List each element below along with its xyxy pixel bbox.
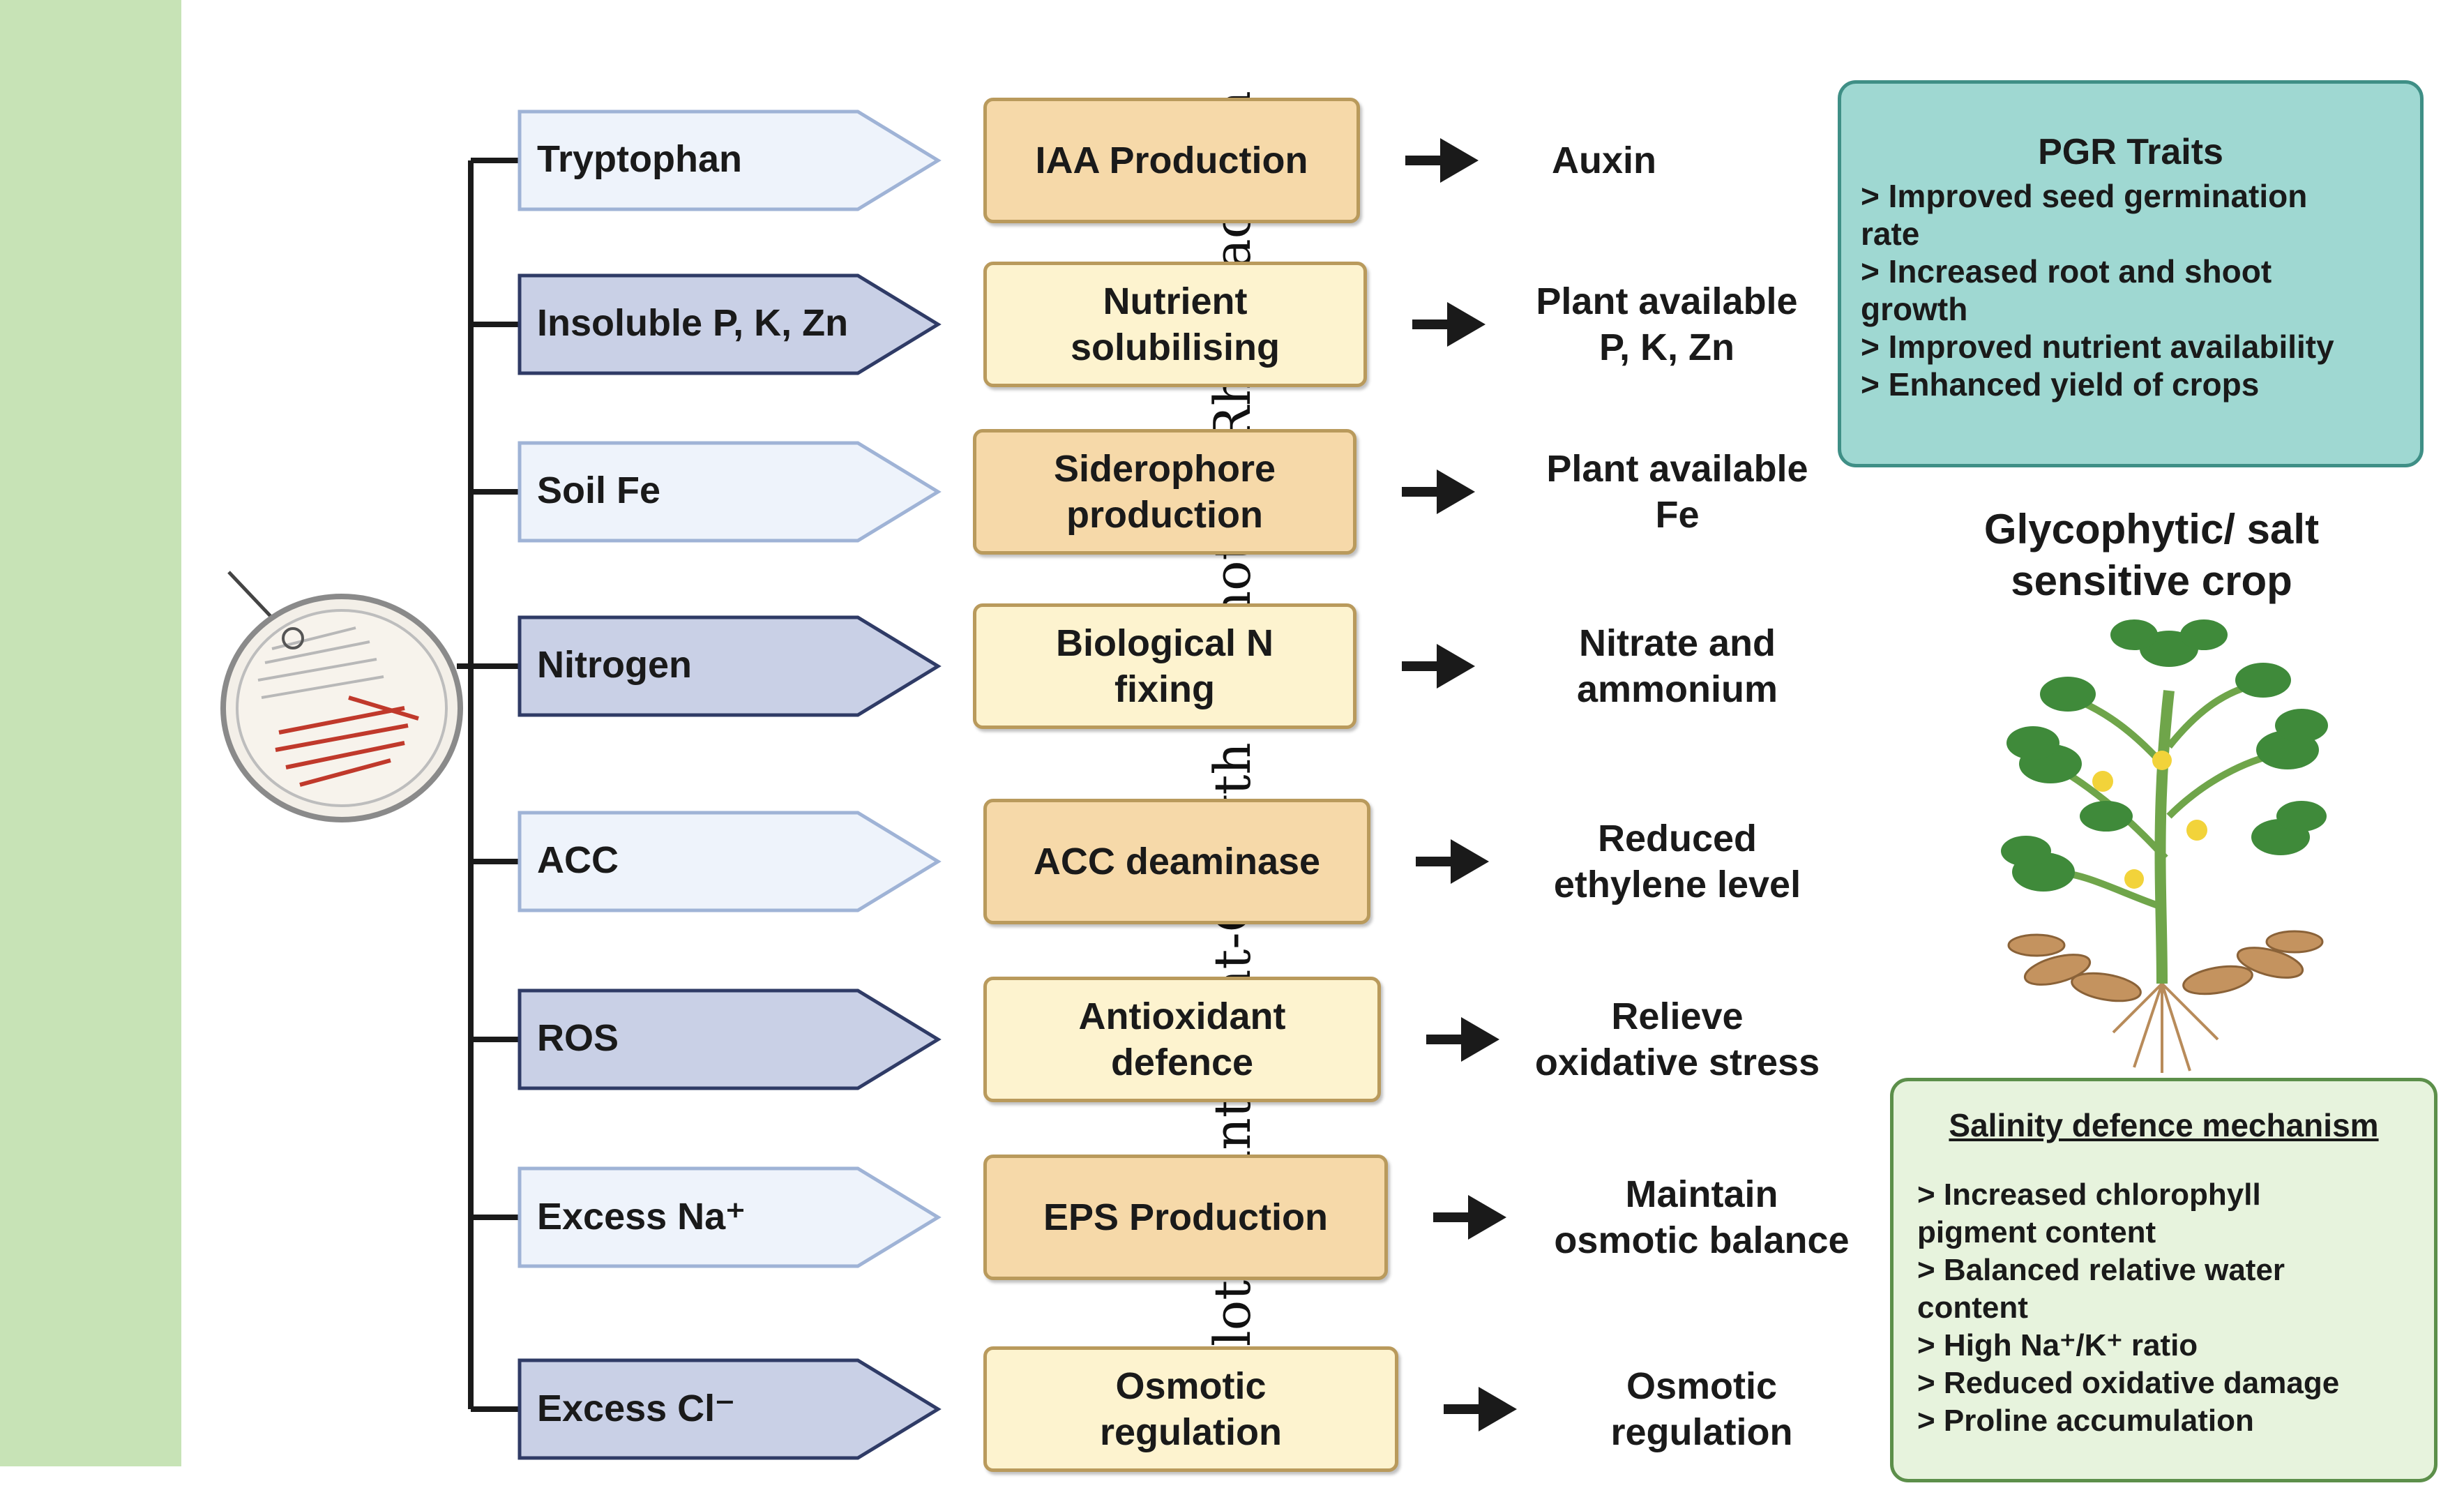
crop-title: Glycophytic/ salt sensitive crop <box>1983 506 2320 604</box>
list-item: > Increased root and shoot growth <box>1861 253 2272 327</box>
right-arrow-icon <box>1405 138 1479 183</box>
output-label: Nitrate and ammonium <box>1576 622 1778 710</box>
output-label: Plant available P, K, Zn <box>1536 280 1798 368</box>
list-item: > Proline accumulation <box>1917 1404 2254 1438</box>
salinity-defence-list: > Increased chlorophyll pigment content … <box>1917 1176 2410 1440</box>
process-box: ACC deaminase <box>983 799 1370 924</box>
output-label: Plant available Fe <box>1546 448 1808 536</box>
right-arrow-icon <box>1402 644 1475 689</box>
input-pentagon <box>517 110 942 211</box>
pgr-traits-title: PGR Traits <box>2038 132 2223 172</box>
process-box: Biological N fixing <box>973 603 1356 729</box>
process-box: Siderophore production <box>973 429 1356 555</box>
list-item: > Reduced oxidative damage <box>1917 1366 2340 1400</box>
input-label: ROS <box>537 1017 619 1059</box>
right-arrow-icon <box>1426 1017 1499 1062</box>
peanut-plant-illustration <box>2001 619 2328 1073</box>
list-item: > Improved nutrient availability <box>1861 329 2334 365</box>
input-label: Nitrogen <box>537 644 692 686</box>
input-pentagon <box>517 811 942 912</box>
input-label: Tryptophan <box>537 138 742 180</box>
list-item: > Balanced relative water content <box>1917 1253 2285 1325</box>
process-box: Osmotic regulation <box>983 1346 1398 1472</box>
input-pentagon <box>517 615 942 717</box>
salinity-defence-title: Salinity defence mechanism <box>1949 1107 2379 1143</box>
input-pentagon <box>517 1166 942 1268</box>
input-label: Soil Fe <box>537 469 661 511</box>
input-pentagon <box>517 273 942 375</box>
input-label: Excess Cl⁻ <box>537 1388 735 1429</box>
list-item: > Enhanced yield of crops <box>1861 366 2260 403</box>
pgr-traits-list: > Improved seed germination rate > Incre… <box>1861 177 2401 403</box>
input-pentagon <box>517 988 942 1090</box>
list-item: > Improved seed germination rate <box>1861 178 2308 252</box>
list-item: > High Na⁺/K⁺ ratio <box>1917 1328 2198 1362</box>
output-label: Maintain osmotic balance <box>1554 1173 1850 1261</box>
input-pentagons <box>517 110 942 1460</box>
input-pentagon <box>517 1358 942 1460</box>
process-box: EPS Production <box>983 1155 1388 1280</box>
right-arrow-icon <box>1402 469 1475 514</box>
process-box: IAA Production <box>983 98 1360 223</box>
output-label: Osmotic regulation <box>1610 1365 1793 1453</box>
salinity-defence-box: Salinity defence mechanism > Increased c… <box>1890 1078 2437 1482</box>
right-arrow-icon <box>1433 1195 1506 1240</box>
input-pentagon <box>517 441 942 543</box>
title-sidebar: Halotolerant Plant-Growth Promoting Rhiz… <box>0 0 1262 1466</box>
process-box: Nutrient solubilising <box>983 262 1367 387</box>
output-arrows <box>1402 138 1517 1431</box>
petri-dish-icon <box>220 571 463 822</box>
branch-connector <box>457 158 520 1412</box>
input-label: ACC <box>537 839 619 881</box>
list-item: > Increased chlorophyll pigment content <box>1917 1178 2261 1249</box>
output-label: Relieve oxidative stress <box>1534 995 1820 1083</box>
pgr-traits-box: PGR Traits > Improved seed germination r… <box>1838 80 2424 467</box>
input-label: Excess Na⁺ <box>537 1196 746 1238</box>
output-label: Reduced ethylene level <box>1553 818 1801 905</box>
process-box: Antioxidant defence <box>983 977 1381 1102</box>
right-arrow-icon <box>1416 839 1489 884</box>
right-arrow-icon <box>1412 302 1486 347</box>
right-arrow-icon <box>1444 1387 1517 1431</box>
output-label: Auxin <box>1551 140 1656 181</box>
input-label: Insoluble P, K, Zn <box>537 302 849 344</box>
